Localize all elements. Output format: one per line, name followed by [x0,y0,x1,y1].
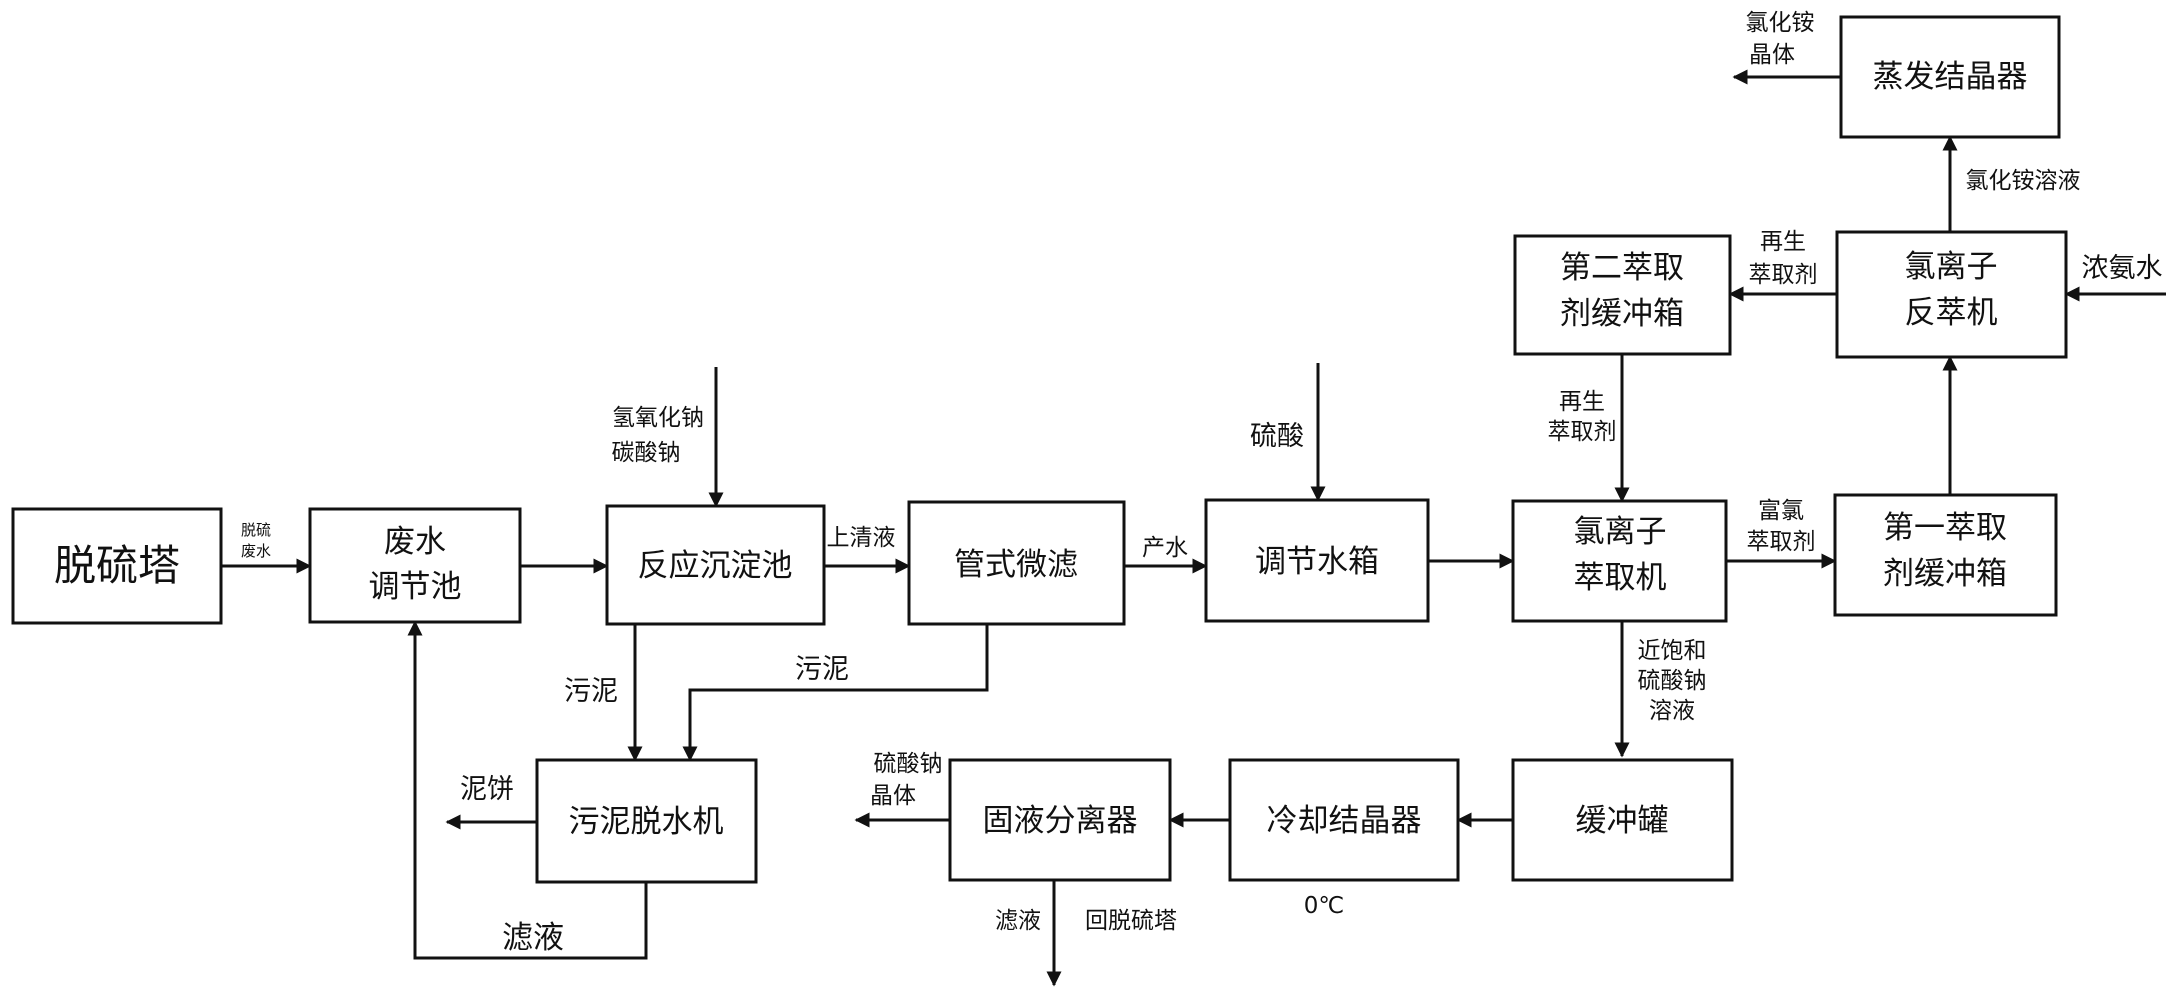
label-rich-cl-1: 富氯 [1758,498,1804,524]
solid-liquid-separator-box: 固液分离器 [948,758,1172,882]
buffer-box-2-label-2: 剂缓冲箱 [1560,296,1684,332]
label-mud-cake: 泥饼 [460,774,514,805]
cooling-crystallizer-label: 冷却结晶器 [1267,803,1422,839]
wastewater-pool-label-1: 废水 [384,524,446,560]
label-regen-top-2: 萃取剂 [1749,262,1818,288]
stream-labels: 脱硫 废水 氢氧化钠 碳酸钠 上清液 产水 硫酸 富氯 萃取剂 再生 萃取剂 再… [241,10,2163,956]
evaporator-label: 蒸发结晶器 [1873,59,2028,95]
evaporator-box: 蒸发结晶器 [1839,15,2061,139]
reaction-tank-label: 反应沉淀池 [638,548,793,584]
tubular-filter-box: 管式微滤 [907,500,1126,626]
cl-back-extractor-label-1: 氯离子 [1905,249,1998,285]
buffer-box-1-label-1: 第一萃取 [1883,510,2007,546]
label-ammonia-water: 浓氨水 [2082,253,2163,284]
label-sulfuric-acid: 硫酸 [1250,421,1304,452]
label-temp-0c: 0℃ [1304,893,1344,919]
desulfurization-tower-label: 脱硫塔 [54,541,180,590]
arrow-dewaterer-filtrate-return [407,620,648,960]
buffer-tank-label: 缓冲罐 [1576,803,1669,839]
buffer-box-1-label-2: 剂缓冲箱 [1883,556,2007,592]
tubular-filter-label: 管式微滤 [954,547,1078,583]
label-filtrate-return: 滤液 [995,908,1041,934]
cooling-crystallizer-box: 冷却结晶器 [1228,758,1460,882]
label-sludge-right: 污泥 [795,654,849,685]
buffer-tank-box: 缓冲罐 [1511,758,1734,882]
label-na2so4-crystal-2: 晶体 [870,783,916,809]
label-nh4cl-crystal-2: 晶体 [1749,42,1795,68]
cl-extractor-label-2: 萃取机 [1574,560,1667,596]
sludge-dewaterer-box: 污泥脱水机 [535,758,758,884]
label-near-sat-2: 硫酸钠 [1638,668,1707,694]
label-filtrate-bottom: 滤液 [502,920,564,956]
buffer-box-1: 第一萃取 剂缓冲箱 [1833,493,2058,617]
desulfurization-tower-box: 脱硫塔 [11,507,223,625]
label-desulf-wastewater-2: 废水 [241,542,271,560]
label-near-sat-3: 溶液 [1649,698,1695,724]
arrow-filter-sludge-to-dewaterer [682,624,989,762]
cl-back-extractor-box: 氯离子 反萃机 [1835,230,2068,359]
wastewater-pool-label-2: 调节池 [369,569,462,605]
cl-extractor-box: 氯离子 萃取机 [1511,499,1728,623]
label-nh4cl-crystal-1: 氯化铵 [1746,10,1815,36]
label-supernatant: 上清液 [827,525,896,551]
label-return-to-tower: 回脱硫塔 [1085,908,1177,934]
buffer-box-2-label-1: 第二萃取 [1560,250,1684,286]
label-desulf-wastewater-1: 脱硫 [241,521,271,539]
label-nh4cl-solution: 氯化铵溶液 [1966,168,2081,194]
buffer-box-2: 第二萃取 剂缓冲箱 [1513,234,1732,356]
adjusting-tank-label: 调节水箱 [1255,544,1379,580]
flow-lines [221,69,2166,987]
label-na2so4-crystal-1: 硫酸钠 [874,751,943,777]
solid-liquid-separator-label: 固液分离器 [983,803,1138,839]
label-regen-down-1: 再生 [1559,389,1605,415]
wastewater-pool-box: 废水 调节池 [308,507,522,624]
adjusting-tank-box: 调节水箱 [1204,498,1430,623]
label-sludge-left: 污泥 [564,676,618,707]
label-na2co3: 碳酸钠 [612,440,681,466]
label-product-water: 产水 [1142,535,1188,561]
cl-extractor-label-1: 氯离子 [1574,514,1667,550]
label-regen-top-1: 再生 [1760,229,1806,255]
reaction-tank-box: 反应沉淀池 [605,504,826,626]
sludge-dewaterer-label: 污泥脱水机 [569,804,724,840]
label-naoh: 氢氧化钠 [612,405,704,431]
label-regen-down-2: 萃取剂 [1548,419,1617,445]
label-near-sat-1: 近饱和 [1638,638,1707,664]
cl-back-extractor-label-2: 反萃机 [1905,295,1998,331]
label-rich-cl-2: 萃取剂 [1747,529,1816,555]
